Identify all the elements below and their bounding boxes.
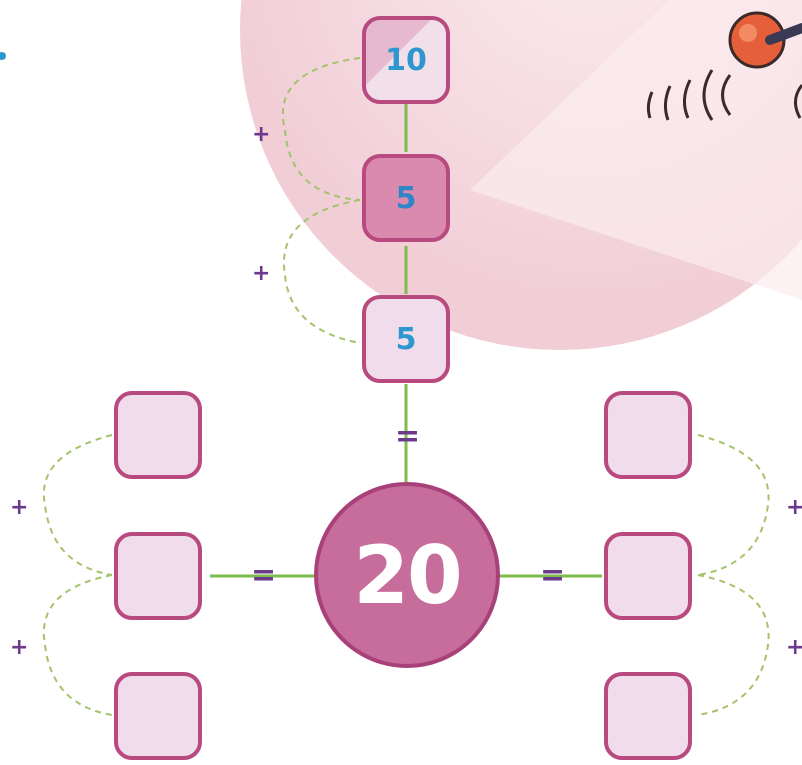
top-box-2-value: 5 [395, 180, 417, 216]
plus-sign-left-2: + [10, 635, 29, 660]
left-box-3[interactable] [114, 672, 202, 760]
left-box-1[interactable] [114, 391, 202, 479]
plus-sign-left-1: + [10, 495, 29, 520]
plus-sign-top-1: + [252, 122, 271, 147]
top-box-3[interactable]: 5 [362, 295, 450, 383]
top-box-1[interactable]: 10 [362, 16, 450, 104]
left-box-2[interactable] [114, 532, 202, 620]
right-box-1[interactable] [604, 391, 692, 479]
equals-sign-left: = [251, 558, 277, 593]
top-box-2[interactable]: 5 [362, 154, 450, 242]
light-wedge [470, 0, 802, 300]
cartoon-figure-icon [646, 11, 802, 121]
plus-sign-right-1: + [786, 495, 802, 520]
equals-sign-right: = [540, 558, 566, 593]
top-box-1-value: 10 [385, 42, 427, 78]
blue-dot [0, 52, 6, 60]
right-box-2[interactable] [604, 532, 692, 620]
equals-sign-top: = [395, 419, 421, 454]
dashed-arcs [42, 57, 770, 716]
center-total-value: 20 [353, 528, 462, 622]
center-total: 20 [314, 482, 500, 668]
connector-lines [210, 104, 602, 578]
plus-sign-top-2: + [252, 261, 271, 286]
top-box-3-value: 5 [395, 321, 417, 357]
plus-sign-right-2: + [786, 635, 802, 660]
right-box-3[interactable] [604, 672, 692, 760]
